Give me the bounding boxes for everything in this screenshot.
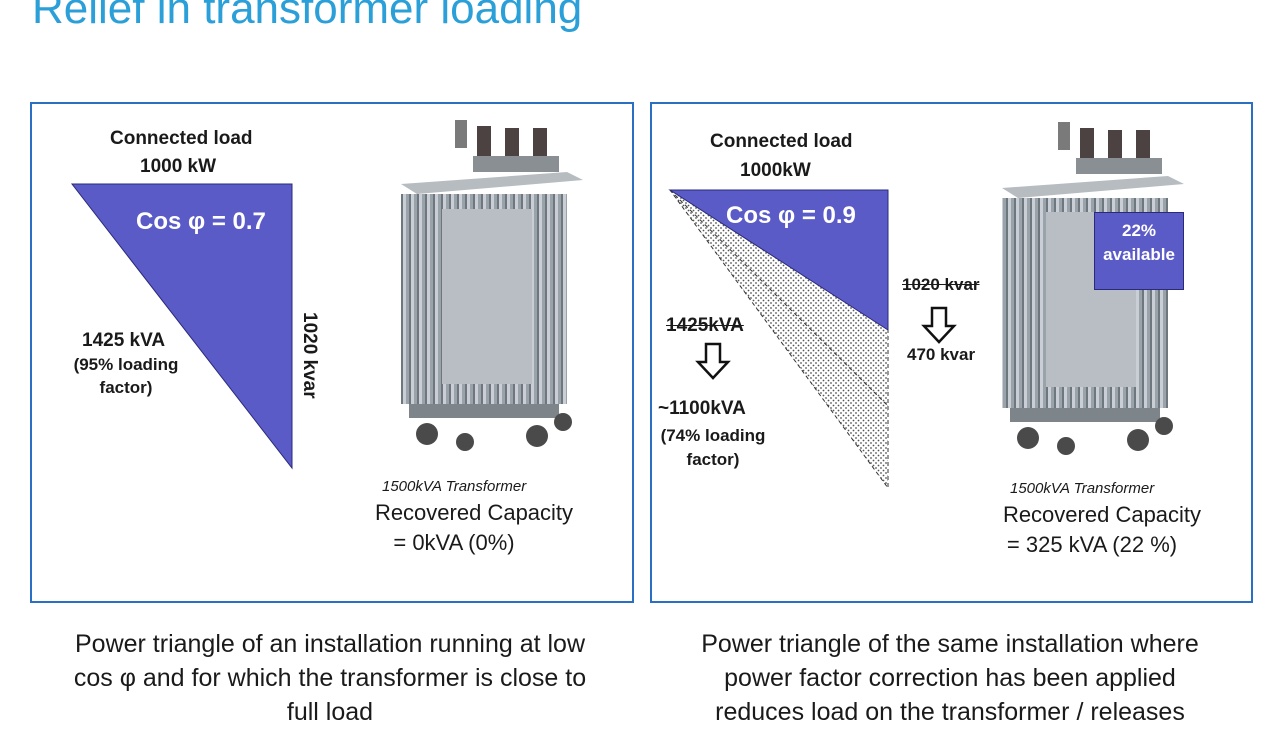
transformer-image [401, 120, 583, 451]
left-caption-line3: full load [286, 698, 374, 726]
right-caption-line1: Power triangle of the same installation … [701, 630, 1199, 658]
right-caption-line3: reduces load on the transformer / releas… [715, 698, 1185, 726]
loading-factor-line1: (74% loading [660, 426, 766, 445]
recovered-capacity-label: Recovered Capacity [374, 500, 574, 525]
left-caption-line2: cos φ and for which the transformer is c… [73, 664, 587, 692]
power-triangle [668, 189, 889, 490]
right-panel: Connected load 1000kW Cos φ = 0.9 1020 k… [650, 102, 1253, 603]
cos-phi-label: Cos φ = 0.9 [726, 202, 856, 229]
connected-load-label: Connected load [710, 131, 853, 152]
recovered-capacity-label: Recovered Capacity [1002, 502, 1202, 527]
connected-load-label: Connected load [110, 128, 253, 149]
available-capacity-box: 22% available [1094, 212, 1184, 290]
kw-value: 1000 kW [140, 156, 217, 177]
right-caption-line2: power factor correction has been applied [724, 664, 1176, 692]
loading-factor-line1: (95% loading [73, 355, 179, 374]
new-kva-value: ~1100kVA [658, 398, 746, 419]
loading-factor-line2: factor) [686, 450, 740, 469]
left-caption-line1: Power triangle of an installation runnin… [74, 630, 586, 658]
loading-factor-line2: factor) [99, 378, 153, 397]
transformer-label: 1500kVA Transformer [382, 478, 527, 495]
cos-phi-label: Cos φ = 0.7 [136, 208, 266, 235]
available-percent: 22% [1121, 221, 1157, 240]
old-kva-label: 1425kVA [666, 315, 744, 336]
kvar-label: 1020 kvar [299, 312, 320, 399]
kva-value: 1425 kVA [82, 330, 166, 351]
left-panel: Connected load 1000 kW Cos φ = 0.7 1020 … [30, 102, 634, 603]
recovered-capacity-value: = 0kVA (0%) [393, 530, 515, 555]
left-caption: Power triangle of an installation runnin… [20, 627, 640, 729]
kw-value: 1000kW [740, 160, 811, 181]
transformer-image [1002, 122, 1184, 455]
power-triangle [70, 183, 293, 470]
slide-title: Relief in transformer loading [32, 0, 583, 33]
old-kvar-label: 1020 kvar [902, 275, 980, 294]
down-arrow-icon [695, 342, 731, 380]
down-arrow-icon [921, 306, 957, 344]
new-kvar-label: 470 kvar [907, 345, 976, 364]
recovered-capacity-value: = 325 kVA (22 %) [1006, 532, 1178, 557]
transformer-label: 1500kVA Transformer [1010, 480, 1155, 497]
right-caption: Power triangle of the same installation … [640, 627, 1260, 729]
available-label: available [1103, 245, 1175, 264]
